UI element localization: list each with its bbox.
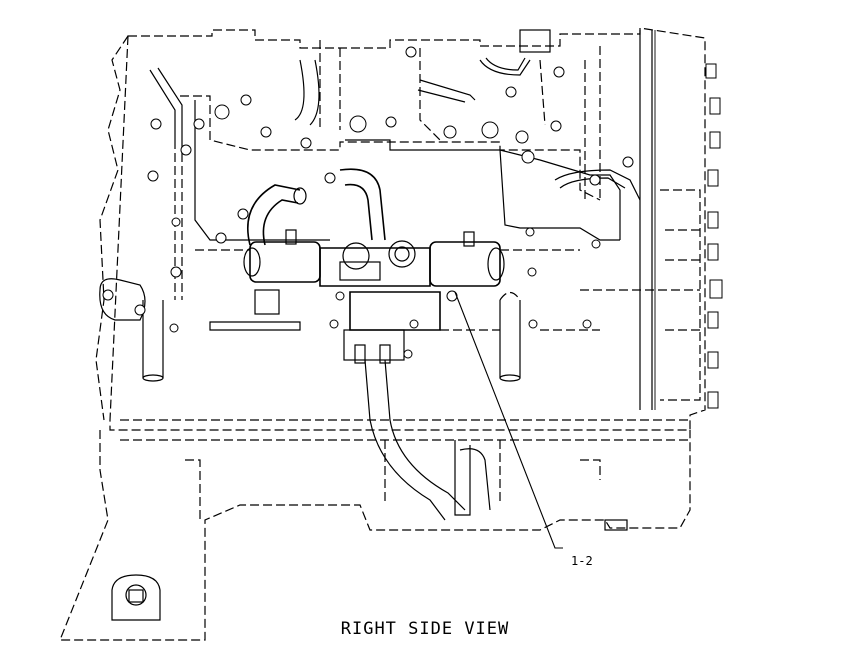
callout-label: 1-2 bbox=[571, 554, 593, 568]
view-title: RIGHT SIDE VIEW bbox=[340, 619, 510, 639]
elbow-pipe bbox=[246, 168, 386, 246]
callout-leader-line bbox=[454, 291, 563, 549]
valve-cover bbox=[180, 40, 621, 241]
lower-tubes bbox=[364, 291, 521, 521]
inspection-cover bbox=[99, 278, 146, 321]
right-panel-lines bbox=[639, 30, 701, 410]
bolt-heads bbox=[147, 46, 634, 359]
valve-assembly bbox=[209, 229, 505, 364]
engine-mount bbox=[111, 574, 161, 621]
oil-pan bbox=[185, 440, 628, 531]
right-bolt-column bbox=[705, 63, 723, 409]
upper-tubes bbox=[294, 29, 641, 201]
